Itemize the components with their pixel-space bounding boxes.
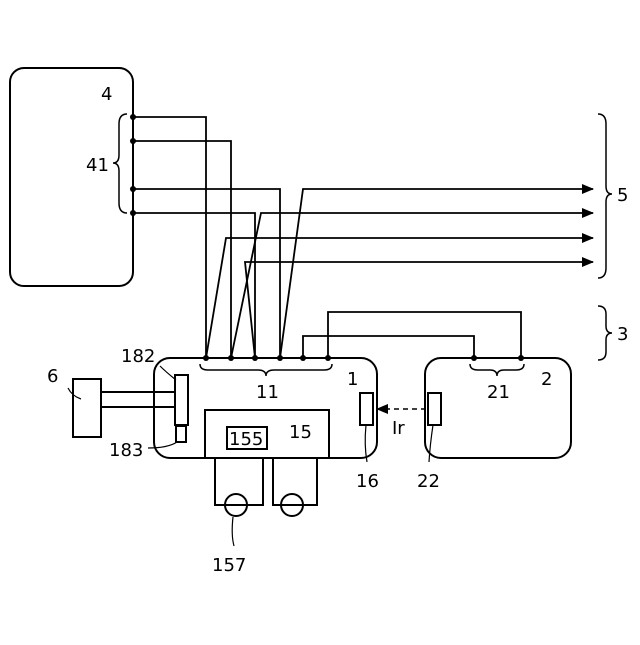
- label-157: 157: [212, 555, 246, 576]
- wire-out-d: [245, 262, 593, 358]
- brace-21: [470, 364, 524, 376]
- wire-41-d: [133, 213, 255, 358]
- part-182: [175, 375, 188, 425]
- leader-6: [68, 388, 81, 399]
- block-4: [10, 68, 133, 286]
- label-182: 182: [121, 346, 155, 367]
- leader-182: [160, 366, 176, 380]
- label-41: 41: [86, 155, 109, 176]
- label-ir: Ir: [392, 418, 405, 439]
- label-1: 1: [347, 369, 358, 390]
- wire-link-outer: [328, 312, 521, 358]
- label-6: 6: [47, 366, 58, 387]
- brace-3: [598, 306, 612, 360]
- leader-157: [232, 517, 234, 546]
- brace-5: [598, 114, 612, 278]
- leader-183: [148, 442, 177, 448]
- block-6: [73, 379, 101, 437]
- label-155: 155: [229, 429, 263, 450]
- sensor-16: [360, 393, 373, 425]
- wire-out-c: [206, 238, 593, 358]
- wire-out-a: [280, 189, 593, 358]
- wire-41-a: [133, 117, 206, 358]
- label-183: 183: [109, 440, 143, 461]
- label-21: 21: [487, 382, 510, 403]
- label-5: 5: [617, 185, 628, 206]
- label-2: 2: [541, 369, 552, 390]
- brace-11: [200, 364, 332, 376]
- part-183: [176, 426, 186, 442]
- label-4: 4: [101, 84, 112, 105]
- label-15: 15: [289, 422, 312, 443]
- part-157-housing-left: [215, 458, 263, 505]
- part-157-housing-right: [273, 458, 317, 505]
- wire-41-b: [133, 141, 231, 358]
- label-3: 3: [617, 324, 628, 345]
- label-16: 16: [356, 471, 379, 492]
- brace-41: [113, 114, 127, 213]
- label-22: 22: [417, 471, 440, 492]
- sensor-22: [428, 393, 441, 425]
- label-11: 11: [256, 382, 279, 403]
